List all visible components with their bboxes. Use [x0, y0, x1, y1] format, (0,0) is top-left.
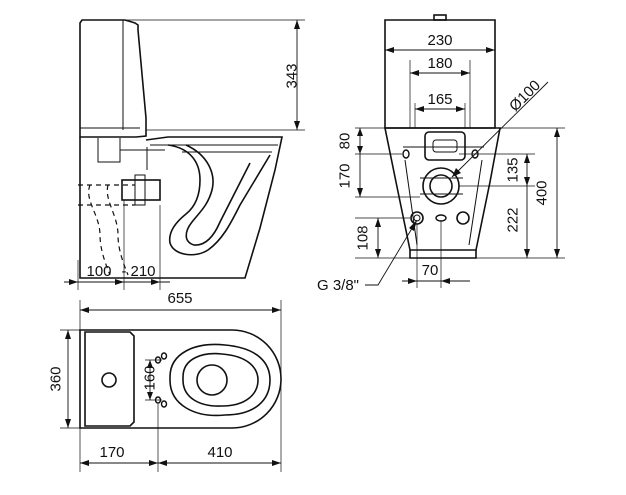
front-view-flush-button — [433, 14, 447, 21]
top-view-cistern — [84, 331, 135, 427]
side-view-bowl-rim — [150, 144, 278, 153]
side-view-outlet-connector — [121, 179, 161, 201]
dim-80-label: 80 — [337, 133, 354, 150]
dim-222-label: 222 — [505, 207, 522, 232]
side-view-flush-valve — [97, 138, 165, 170]
dim-108-label: 108 — [355, 225, 372, 250]
dim-343-label: 343 — [284, 63, 301, 88]
bolt-hole-right — [456, 211, 470, 225]
side-view-trapway — [167, 144, 271, 256]
side-view-cistern-panel — [80, 20, 140, 130]
top-view-bowl-inner — [182, 352, 259, 407]
dim-343-line — [125, 19, 305, 131]
side-view-trapway-inner — [185, 144, 251, 246]
dim-180-label: 180 — [427, 55, 452, 72]
side-view: 343 100 - 210 — [64, 19, 305, 290]
fixing-hole-left — [402, 149, 410, 159]
side-view-cistern — [79, 19, 147, 138]
front-view-base — [409, 250, 477, 259]
dim-diameter-label: Ø100 — [506, 77, 544, 115]
dim-170-label: 170 — [337, 163, 354, 188]
dim-410-label: 410 — [207, 444, 232, 461]
dim-separator: - — [122, 263, 127, 280]
dim-100-label: 100 — [86, 263, 111, 280]
top-view-flush-button — [101, 372, 117, 388]
front-view-inner-walls — [403, 146, 484, 246]
dim-210-label: 210 — [130, 263, 155, 280]
top-view-seat — [169, 343, 271, 417]
center-mark-hole — [435, 214, 447, 222]
dim-165-label: 165 — [427, 91, 452, 108]
dim-655-label: 655 — [167, 290, 192, 307]
front-view: 230 180 165 Ø100 80 170 108 135 222 400 — [317, 14, 565, 294]
dim-400-label: 400 — [534, 180, 551, 205]
top-fixing-hole-4 — [160, 400, 168, 408]
dim-160-label: 160 — [142, 365, 159, 390]
side-view-bowl — [79, 136, 283, 279]
dim-360-label: 360 — [48, 366, 65, 391]
side-view-outlet-flange — [134, 174, 146, 206]
side-view-outlet-pipe-hidden — [78, 184, 135, 276]
dim-70-label: 70 — [422, 262, 439, 279]
top-view: 655 360 160 170 410 — [48, 290, 282, 472]
thread-label: G 3/8" — [317, 277, 359, 294]
dim-135-label: 135 — [505, 157, 522, 182]
dim-170-top-label: 170 — [99, 444, 124, 461]
top-view-drain — [196, 364, 228, 396]
dim-230-label: 230 — [427, 32, 452, 49]
top-fixing-hole-2 — [160, 352, 168, 360]
top-view-outline — [79, 329, 282, 429]
front-view-inlet-block — [424, 131, 466, 161]
front-view-drain-inner — [429, 174, 453, 198]
